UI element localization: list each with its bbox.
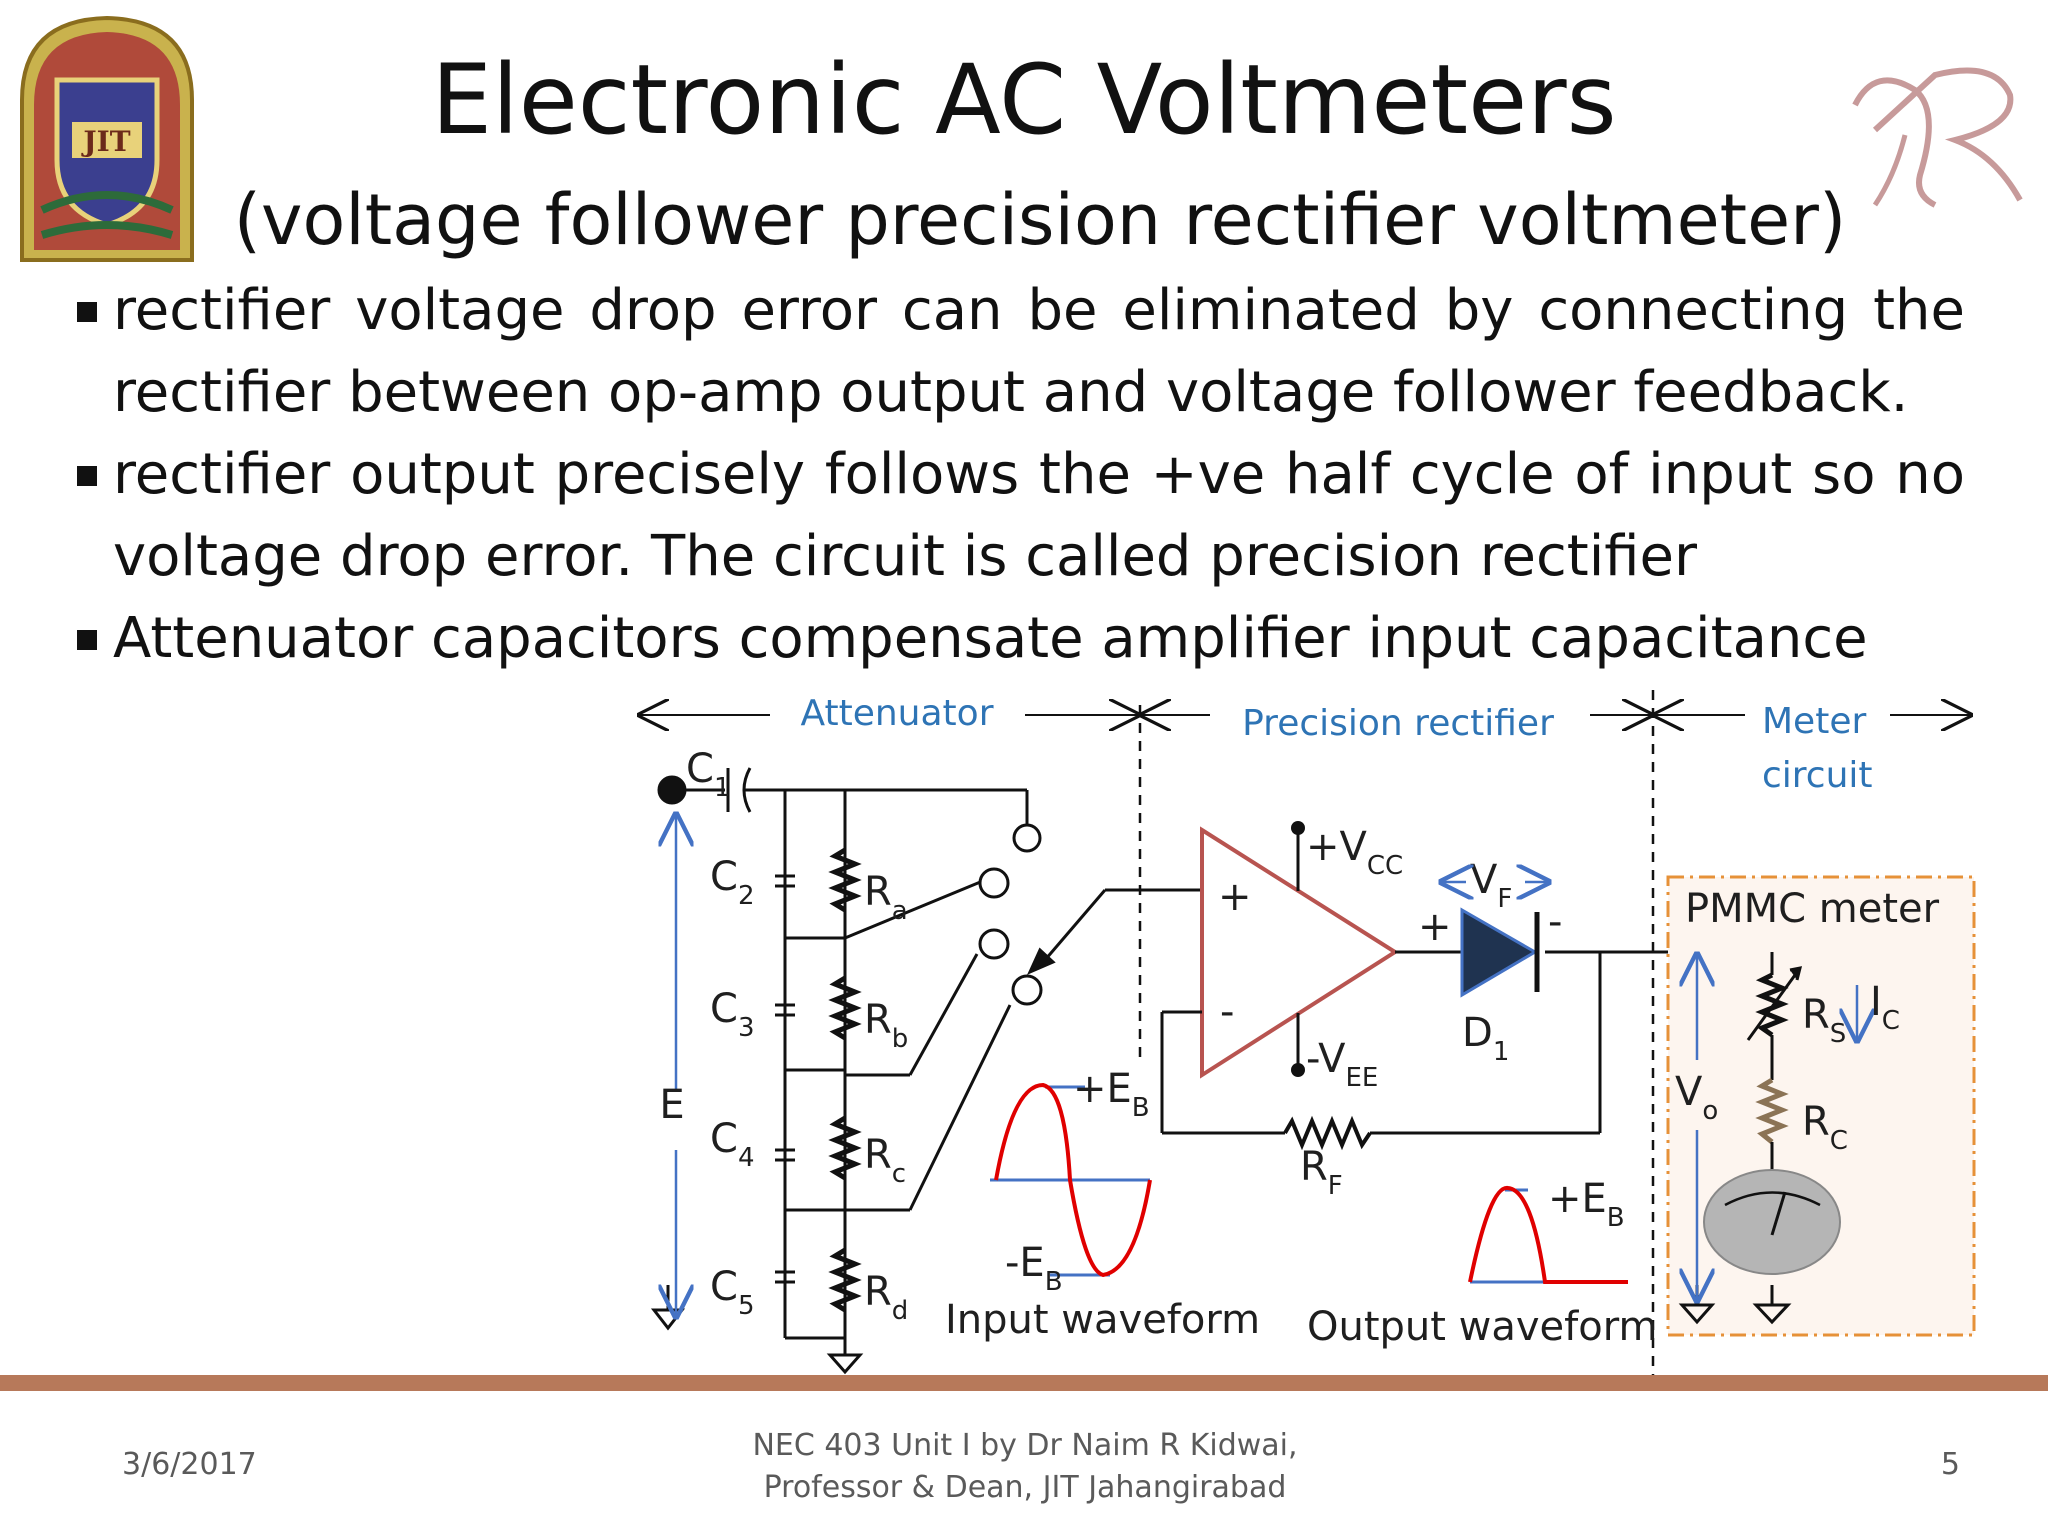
diode-plus: + <box>1418 904 1452 950</box>
label-c5: C5 <box>710 1264 754 1321</box>
label-c3: C3 <box>710 986 754 1043</box>
bullet-item: rectifier output precisely follows the +… <box>75 434 1965 598</box>
label-d1: D1 <box>1462 1010 1509 1067</box>
slide-subtitle: (voltage follower precision rectifier vo… <box>233 179 1847 261</box>
footer-credit-line1: NEC 403 Unit I by Dr Naim R Kidwai, <box>752 1428 1298 1463</box>
label-rd: Rd <box>864 1269 908 1326</box>
label-meter: Meter <box>1762 701 1866 742</box>
diode-d1 <box>1460 907 1540 998</box>
input-trough-label: -EB <box>1005 1240 1063 1297</box>
footer-credit-line2: Professor & Dean, JIT Jahangirabad <box>763 1470 1287 1505</box>
output-peak-label: +EB <box>1548 1176 1625 1233</box>
opamp-plus: + <box>1218 874 1252 920</box>
input-waveform <box>990 1082 1152 1278</box>
bullet-item: rectifier voltage drop error can be elim… <box>75 270 1965 434</box>
slide-title: Electronic AC Voltmeters <box>431 44 1617 156</box>
nr-monogram-logo <box>1852 67 2023 208</box>
label-rs: RS <box>1802 992 1846 1049</box>
label-vcc: +VCC <box>1306 824 1403 881</box>
label-c4: C4 <box>710 1116 754 1173</box>
footer-date: 3/6/2017 <box>122 1447 257 1482</box>
label-attenuator: Attenuator <box>800 693 993 734</box>
op-amp <box>1200 821 1399 1079</box>
attenuator-network <box>650 767 1200 1375</box>
label-rc-meter: RC <box>1802 1099 1848 1156</box>
label-c2: C2 <box>710 854 754 911</box>
output-waveform-caption: Output waveform <box>1307 1304 1657 1350</box>
label-circuit: circuit <box>1762 755 1873 796</box>
pmmc-meter-title: PMMC meter <box>1685 886 1940 932</box>
footer-rule <box>0 1375 2048 1391</box>
bullet-item: Attenuator capacitors compensate amplifi… <box>75 598 1965 680</box>
input-waveform-caption: Input waveform <box>945 1297 1260 1343</box>
label-c1: C1 <box>686 746 730 803</box>
page-number: 5 <box>1940 1447 1960 1482</box>
label-vf: VF <box>1470 857 1512 914</box>
label-ra: Ra <box>864 869 908 926</box>
input-peak-label: +EB <box>1073 1066 1150 1123</box>
pmmc-meter-box <box>1666 875 1976 1337</box>
label-vo: Vo <box>1675 1069 1718 1126</box>
logo-text: JIT <box>80 125 130 158</box>
label-rf: RF <box>1300 1144 1343 1201</box>
meter-dial <box>1703 1169 1841 1275</box>
opamp-minus: - <box>1220 989 1234 1035</box>
footer-credit: NEC 403 Unit I by Dr Naim R Kidwai, Prof… <box>700 1425 1350 1509</box>
label-precision-rectifier: Precision rectifier <box>1242 703 1554 744</box>
label-rb: Rb <box>864 997 908 1054</box>
label-rc: Rc <box>864 1132 906 1189</box>
jit-logo: JIT <box>20 15 194 262</box>
label-e: E <box>659 1082 684 1128</box>
label-vee: -VEE <box>1306 1036 1378 1093</box>
output-waveform <box>1468 1186 1628 1284</box>
diode-minus: - <box>1548 899 1562 945</box>
label-ic: IC <box>1870 979 1900 1036</box>
bullet-list: rectifier voltage drop error can be elim… <box>75 270 1965 680</box>
